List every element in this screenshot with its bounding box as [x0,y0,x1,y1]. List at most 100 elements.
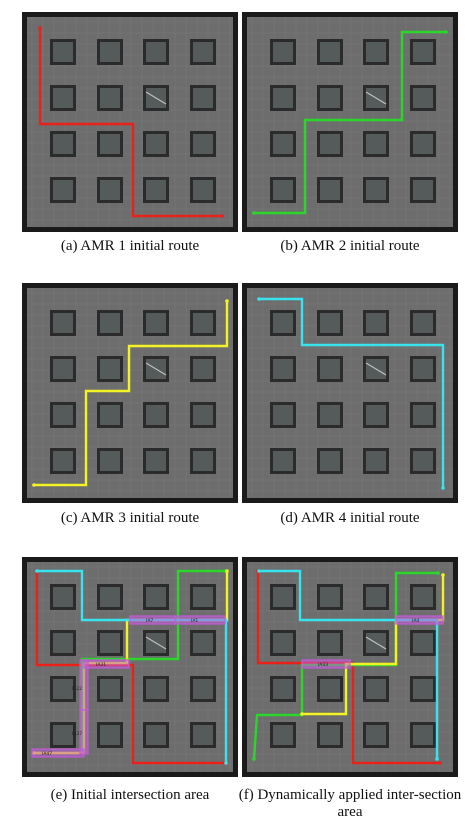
shelf-block-inner [273,633,293,653]
intersection-area [79,659,89,711]
shelf-block-inner [320,180,340,200]
shelf-block-inner [193,42,213,62]
shelf-block-inner [100,180,120,200]
amr1-route-start [38,26,42,30]
shelf-block-inner [53,42,73,62]
amr3-route-end [225,569,229,573]
obstacle-mark [365,636,387,650]
obstacle-mark [145,91,167,105]
amr3-route-end [225,299,229,303]
amr4-route-end [435,757,439,761]
shelf-block-inner [100,359,120,379]
shelf-block-inner [366,679,386,699]
intersection-label: IA7 [146,618,153,624]
shelf-block-inner [100,725,120,745]
amr1-route-end [438,761,442,765]
shelf-blocks [50,584,216,748]
shelf-block-inner [53,359,73,379]
shelf-block-inner [273,134,293,154]
shelf-block-inner [273,313,293,333]
intersection-label: IA1 [191,618,198,624]
intersection-label: IA37 [72,731,82,737]
shelf-block-inner [366,42,386,62]
figure-c-caption: (c) AMR 3 initial route [60,510,200,526]
obstacle-mark [365,91,387,105]
shelf-block-inner [146,451,166,471]
warehouse-map [22,283,238,503]
shelf-block-inner [320,633,340,653]
shelf-block-inner [413,405,433,425]
shelf-block-inner [413,313,433,333]
shelf-block-inner [100,451,120,471]
shelf-block-inner [53,405,73,425]
amr3-route [34,301,229,487]
warehouse-map [242,283,458,503]
shelf-block-inner [413,725,433,745]
shelf-block-inner [413,42,433,62]
shelf-block-inner [53,725,73,745]
shelf-block-inner [53,88,73,108]
shelf-block-inner [193,313,213,333]
shelf-block-inner [366,725,386,745]
shelf-block-inner [146,134,166,154]
intersection-label: IA31 [96,662,106,668]
shelf-block-inner [320,313,340,333]
shelf-block-inner [193,633,213,653]
shelf-block-inner [193,180,213,200]
shelf-block-inner [100,679,120,699]
shelf-blocks [50,39,216,203]
shelf-block-inner [273,725,293,745]
amr4-route-end [441,486,445,490]
shelf-block-inner [320,725,340,745]
shelf-block-inner [53,313,73,333]
shelf-block-inner [53,180,73,200]
shelf-block-inner [100,313,120,333]
shelf-block-inner [320,587,340,607]
shelf-block-inner [100,405,120,425]
figure-a-caption: (a) AMR 1 initial route [60,238,200,254]
shelf-block-inner [146,679,166,699]
shelf-block-inner [146,180,166,200]
amr4-route-start [35,569,39,573]
amr2-route-end [444,30,448,34]
shelf-block-inner [100,134,120,154]
shelf-block-inner [320,42,340,62]
shelf-block-inner [320,88,340,108]
shelf-block-inner [273,451,293,471]
shelf-block-inner [53,679,73,699]
shelf-block-inner [193,359,213,379]
shelf-block-inner [146,725,166,745]
shelf-block-inner [273,88,293,108]
shelf-block-inner [320,359,340,379]
intersection-label: IA47 [42,751,52,757]
shelf-block-inner [366,180,386,200]
shelf-block-inner [273,405,293,425]
shelf-block-inner [193,679,213,699]
shelf-block-inner [53,633,73,653]
shelf-block-inner [146,42,166,62]
figure-a-map [22,12,238,232]
shelf-block-inner [413,633,433,653]
shelf-block-inner [100,88,120,108]
shelf-blocks [270,39,436,203]
shelf-block-inner [413,359,433,379]
figure-b-caption: (b) AMR 2 initial route [280,238,420,254]
figure-d-map [242,283,458,503]
shelf-block-inner [146,313,166,333]
shelf-block-inner [413,180,433,200]
shelf-block-inner [413,679,433,699]
amr4-route [259,569,439,759]
shelf-block-inner [100,587,120,607]
shelf-block-inner [366,313,386,333]
amr4-route-start [257,297,261,301]
amr3-route-start [300,712,304,716]
amr1-route [38,28,222,218]
warehouse-map [22,12,238,232]
amr2-route-start [252,211,256,215]
obstacle-mark [365,362,387,376]
shelf-block-inner [366,451,386,471]
shelf-block-inner [366,405,386,425]
shelf-block-inner [273,359,293,379]
amr2-route-start [252,757,256,761]
